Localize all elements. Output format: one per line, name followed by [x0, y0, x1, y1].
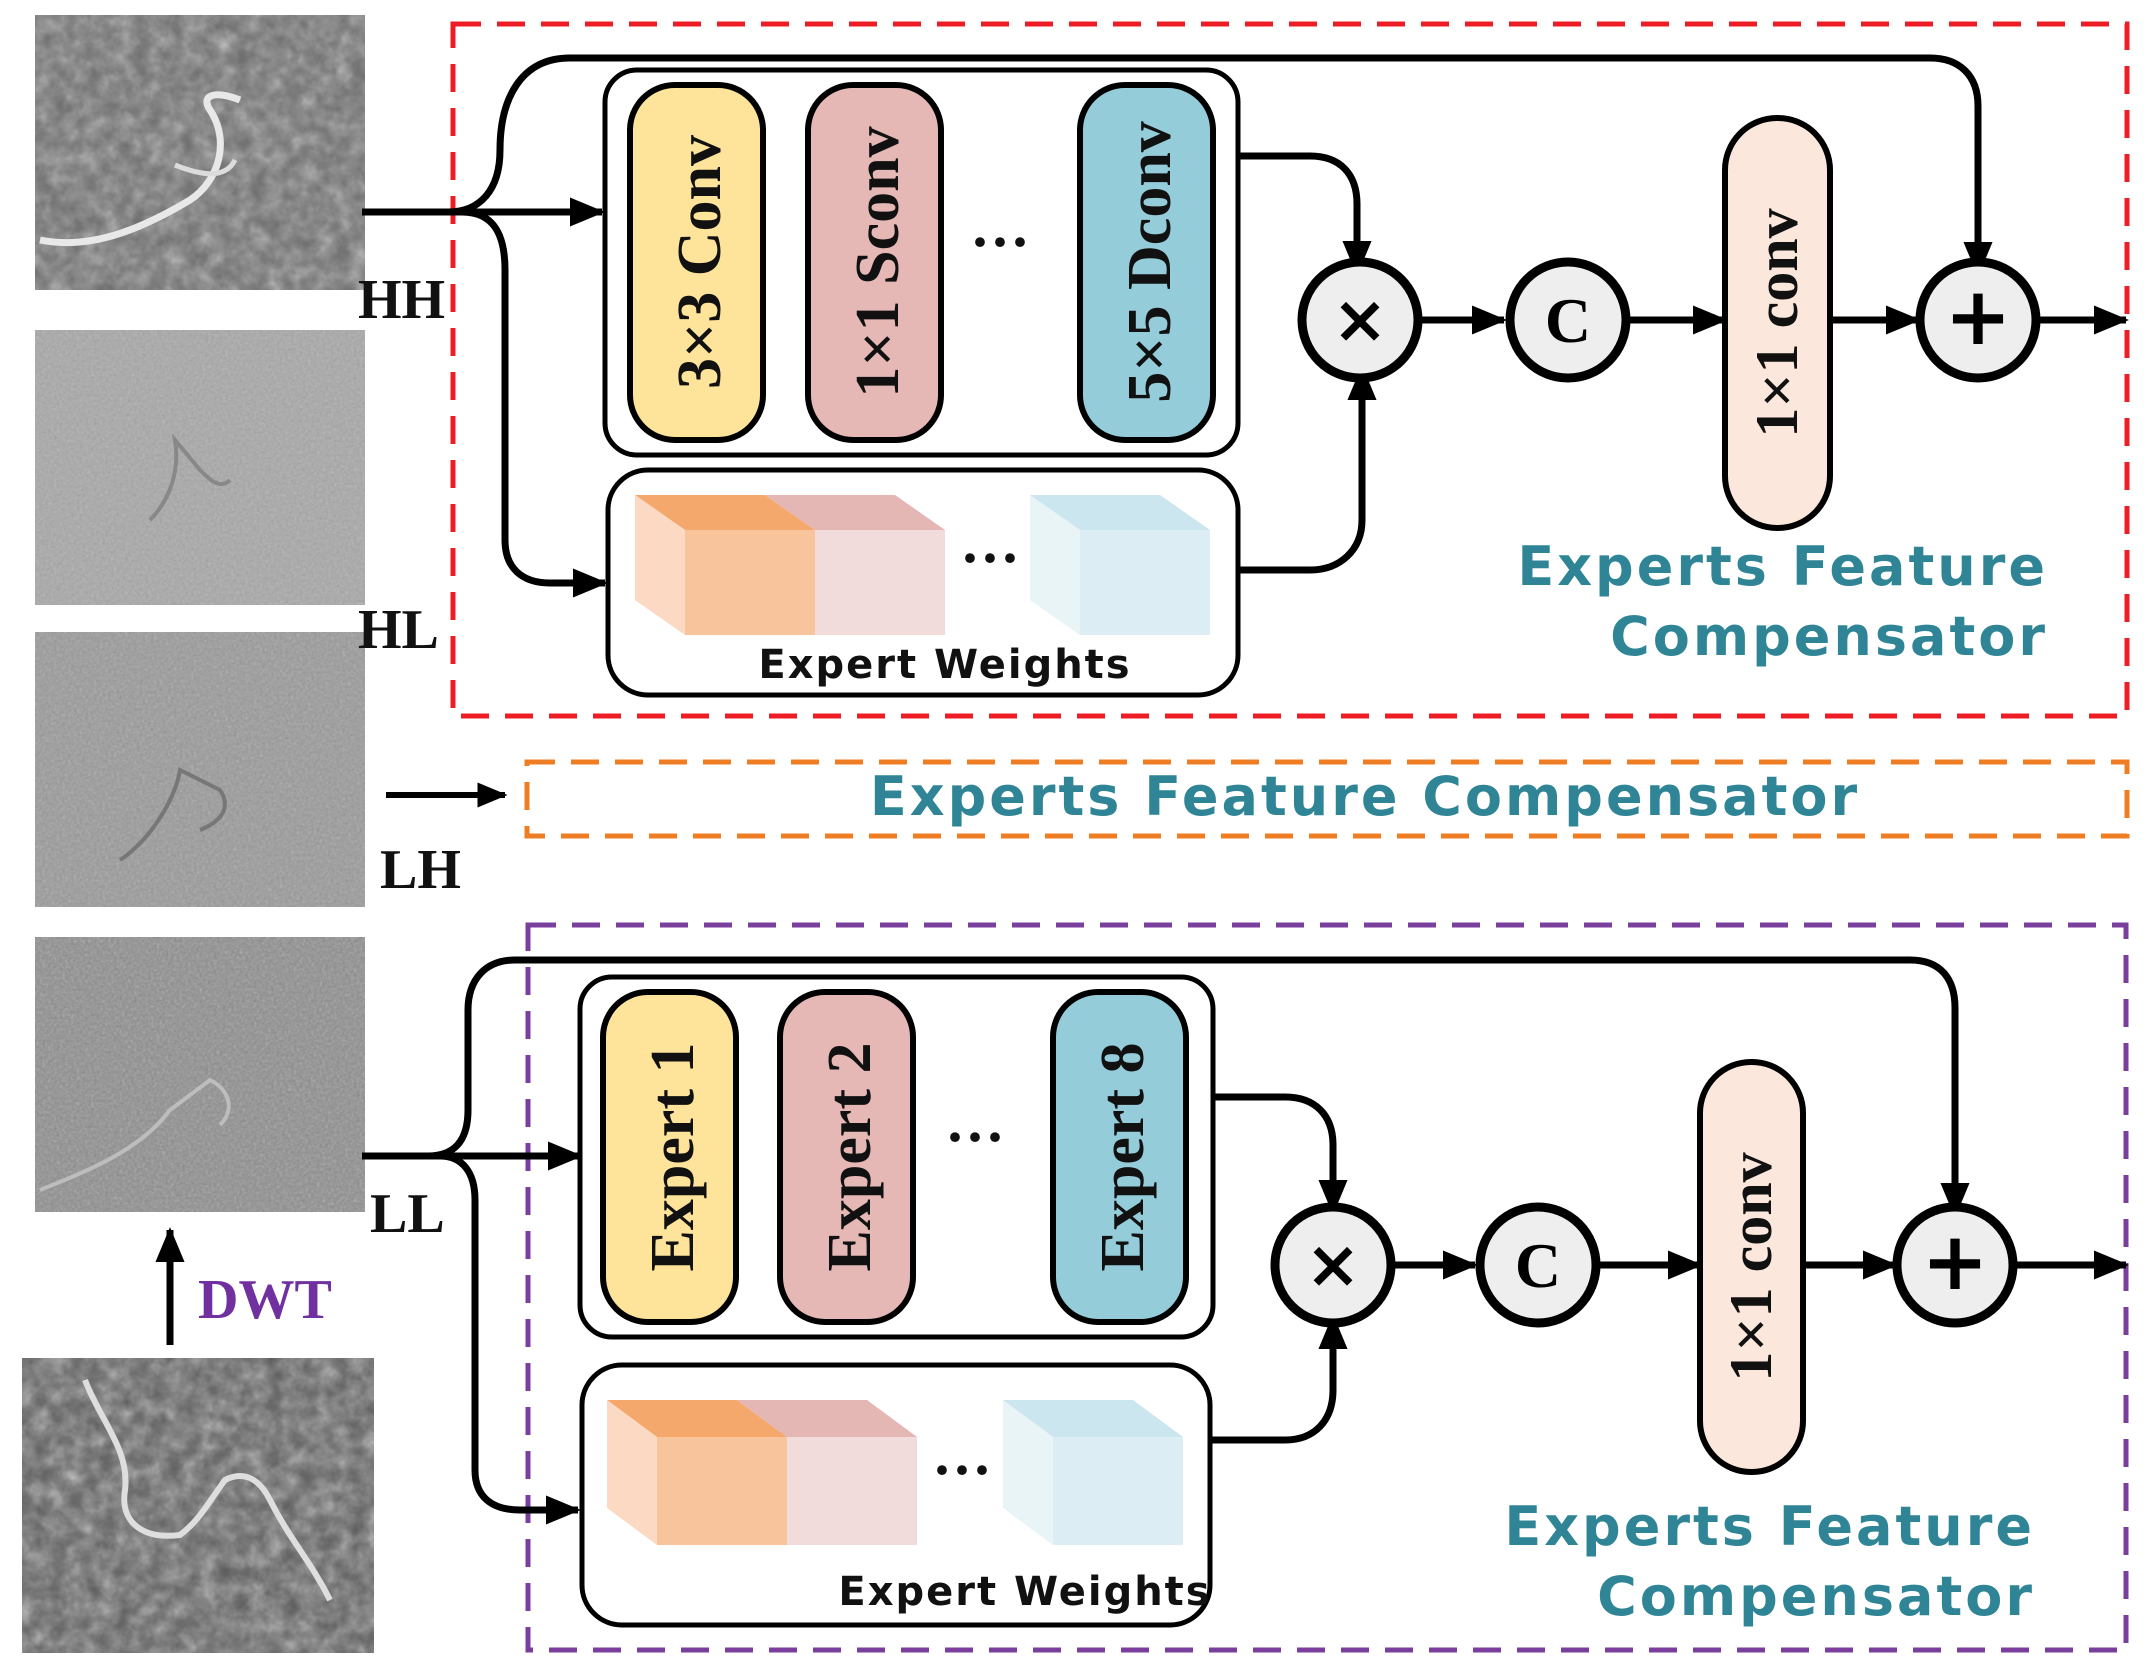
top-expert-2: 1×1 Sconv: [805, 82, 944, 443]
top-expert-3-label: 5×5 Dconv: [1116, 121, 1184, 403]
bottom-expert-1-label: Expert 1: [639, 1042, 707, 1271]
band-label-ll: LL: [370, 1183, 445, 1245]
bottom-expert-2: Expert 2: [777, 989, 916, 1325]
bottom-conv-block: 1×1 conv: [1697, 1059, 1806, 1475]
bottom-concat-node: C: [1475, 1202, 1601, 1328]
bottom-weights-ellipsis: ···: [932, 1437, 992, 1503]
middle-module-title: Experts Feature Compensator: [870, 765, 1860, 828]
band-label-lh: LH: [380, 839, 461, 901]
middle-module-frame: [524, 759, 2130, 839]
source-image: [22, 1358, 374, 1653]
band-label-hl: HL: [358, 599, 439, 661]
top-concat-node: C: [1505, 257, 1631, 383]
bottom-expert-3: Expert 8: [1050, 989, 1189, 1325]
bottom-experts-ellipsis: ···: [945, 1104, 1005, 1170]
dwt-label: DWT: [198, 1269, 332, 1331]
top-module-title-line1: Experts Feature: [1517, 535, 2048, 598]
top-weight-cube-2: [765, 495, 945, 635]
top-module-frame: [450, 21, 2130, 719]
bottom-concat-symbol: C: [1515, 1230, 1561, 1301]
top-multiply-node: ×: [1297, 257, 1423, 383]
top-expert-1: 3×3 Conv: [627, 82, 766, 443]
top-experts-ellipsis: ···: [970, 209, 1030, 275]
subband-image-hh: [35, 15, 365, 290]
bottom-module-title-line2: Compensator: [1597, 1565, 2035, 1628]
bottom-weight-cube-3: [1003, 1400, 1183, 1545]
bottom-add-node: +: [1892, 1202, 2018, 1328]
top-expert-1-label: 3×3 Conv: [666, 135, 734, 389]
band-label-hh: HH: [358, 269, 445, 331]
bottom-multiply-node: ×: [1270, 1202, 1396, 1328]
top-conv-block: 1×1 conv: [1722, 115, 1833, 531]
bottom-add-symbol: +: [1921, 1215, 1988, 1308]
top-add-node: +: [1915, 257, 2041, 383]
bottom-expert-3-label: Expert 8: [1089, 1042, 1157, 1271]
bottom-weight-cube-2: [737, 1400, 917, 1545]
subband-image-ll: [35, 937, 365, 1212]
bottom-module-title-line1: Experts Feature: [1504, 1495, 2035, 1558]
top-expert-2-label: 1×1 Sconv: [844, 126, 912, 397]
bottom-module-frame: [525, 922, 2129, 1653]
top-conv-label: 1×1 conv: [1744, 208, 1810, 437]
bottom-conv-label: 1×1 conv: [1718, 1152, 1784, 1381]
top-wires: [362, 54, 2129, 598]
top-weights-ellipsis: ···: [960, 525, 1020, 591]
top-module-title-line2: Compensator: [1610, 605, 2048, 668]
top-add-symbol: +: [1944, 270, 2011, 363]
top-expert-3: 5×5 Dconv: [1077, 82, 1216, 443]
bottom-multiply-symbol: ×: [1305, 1226, 1360, 1303]
subband-image-hl: [35, 330, 365, 605]
top-weights-label: Expert Weights: [758, 642, 1131, 688]
top-weight-cube-1: [635, 495, 815, 635]
subband-image-lh: [35, 632, 365, 907]
bottom-expert-2-label: Expert 2: [816, 1042, 884, 1271]
bottom-weight-cube-1: [607, 1400, 787, 1545]
top-concat-symbol: C: [1545, 285, 1591, 356]
bottom-expert-1: Expert 1: [600, 989, 739, 1325]
top-multiply-symbol: ×: [1332, 281, 1387, 358]
bottom-weights-label: Expert Weights: [838, 1569, 1211, 1615]
top-weight-cube-3: [1030, 495, 1210, 635]
bottom-wires: [362, 956, 2129, 1525]
